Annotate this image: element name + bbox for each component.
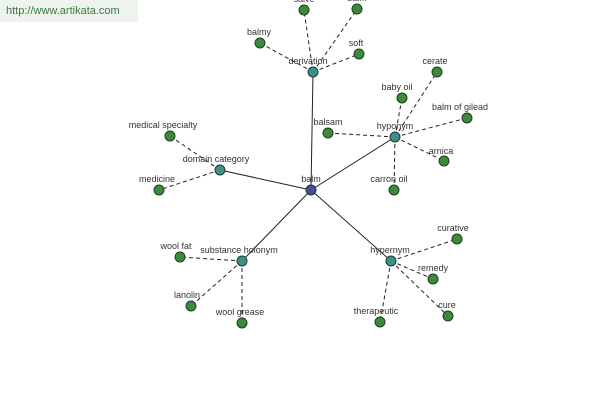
edge-center-hyponym — [310, 136, 396, 191]
leaf-h6-node[interactable] — [388, 184, 400, 196]
category-derivation-label: derivation — [288, 56, 327, 66]
leaf-y3-label: therapeutic — [354, 306, 399, 316]
edge-hyponym-h2 — [394, 97, 403, 138]
leaf-y4-label: cure — [438, 300, 456, 310]
leaf-s3-node[interactable] — [236, 317, 248, 329]
leaf-y1-label: curative — [437, 223, 469, 233]
edge-hypernym-y2 — [390, 260, 434, 280]
edge-center-hypernym — [310, 189, 392, 262]
leaf-s3-label: wool grease — [215, 307, 265, 317]
category-domain-category-label: domain category — [183, 154, 250, 164]
edge-hyponym-h3 — [394, 117, 468, 138]
edge-center-domain-category — [219, 169, 312, 191]
leaf-c1-label: medical specialty — [129, 120, 198, 130]
leaf-s2-node[interactable] — [185, 300, 197, 312]
center-balm-node[interactable] — [305, 184, 317, 196]
category-substance-holonym-node[interactable] — [236, 255, 248, 267]
leaf-h1-label: cerate — [422, 56, 447, 66]
edge-domain-category-c1 — [169, 135, 221, 171]
category-substance-holonym-label: substance holonym — [200, 245, 278, 255]
edge-hyponym-h6 — [393, 136, 396, 191]
edge-hyponym-h1 — [394, 71, 438, 138]
leaf-h6-label: carron oil — [370, 174, 407, 184]
leaf-h3-node[interactable] — [461, 112, 473, 124]
edge-hyponym-h5 — [394, 136, 445, 162]
leaf-d1-node[interactable] — [298, 4, 310, 16]
leaf-y4-node[interactable] — [442, 310, 454, 322]
leaf-h5-node[interactable] — [438, 155, 450, 167]
edge-substance-holonym-s2 — [190, 260, 243, 307]
category-hypernym-node[interactable] — [385, 255, 397, 267]
edge-hypernym-y4 — [390, 260, 449, 317]
leaf-y2-node[interactable] — [427, 273, 439, 285]
leaf-c1-node[interactable] — [164, 130, 176, 142]
leaf-d4-node[interactable] — [353, 48, 365, 60]
leaf-h5-label: arnica — [429, 146, 454, 156]
edge-substance-holonym-s1 — [179, 256, 243, 262]
category-hyponym-label: hyponym — [377, 121, 414, 131]
category-domain-category-node[interactable] — [214, 164, 226, 176]
category-hypernym-label: hypernym — [370, 245, 410, 255]
edge-hyponym-h4 — [327, 132, 396, 138]
leaf-h2-label: baby oil — [381, 82, 412, 92]
leaf-y2-label: remedy — [418, 263, 449, 273]
leaf-d3-node[interactable] — [254, 37, 266, 49]
leaf-c2-label: medicine — [139, 174, 175, 184]
leaf-s1-node[interactable] — [174, 251, 186, 263]
center-balm-label: balm — [301, 174, 321, 184]
category-hyponym-node[interactable] — [389, 131, 401, 143]
leaf-d1-label: salve — [293, 0, 314, 4]
leaf-d2-label: balm — [347, 0, 367, 3]
edge-hypernym-y1 — [390, 238, 458, 262]
leaf-d4-label: soft — [349, 38, 364, 48]
leaf-d3-label: balmy — [247, 27, 272, 37]
edge-domain-category-c2 — [158, 169, 221, 191]
leaf-d2-node[interactable] — [351, 3, 363, 15]
edge-center-derivation — [310, 71, 314, 191]
watermark-url: http://www.artikata.com — [0, 0, 138, 22]
leaf-h4-node[interactable] — [322, 127, 334, 139]
edge-center-substance-holonym — [241, 189, 312, 262]
edge-derivation-d1 — [303, 9, 314, 73]
leaf-y3-node[interactable] — [374, 316, 386, 328]
leaf-h4-label: balsam — [313, 117, 342, 127]
edge-derivation-d2 — [312, 8, 358, 73]
edge-derivation-d4 — [312, 53, 360, 73]
category-derivation-node[interactable] — [307, 66, 319, 78]
leaf-h2-node[interactable] — [396, 92, 408, 104]
leaf-h1-node[interactable] — [431, 66, 443, 78]
leaf-h3-label: balm of gilead — [432, 102, 488, 112]
leaf-s2-label: lanolin — [174, 290, 200, 300]
leaf-y1-node[interactable] — [451, 233, 463, 245]
leaf-c2-node[interactable] — [153, 184, 165, 196]
edge-hypernym-y3 — [379, 260, 392, 323]
edge-derivation-d3 — [259, 42, 314, 73]
leaf-s1-label: wool fat — [159, 241, 192, 251]
